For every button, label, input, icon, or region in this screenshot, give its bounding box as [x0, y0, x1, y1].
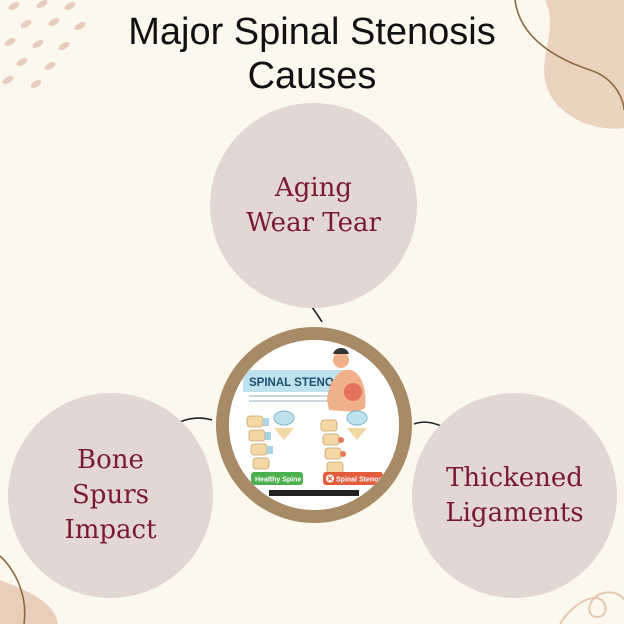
cause-aging-line-1: Aging [274, 172, 353, 203]
person-head-icon [333, 352, 349, 368]
stenosis-spine-icon [320, 419, 344, 474]
cause-bubble-ligaments: Thickened Ligaments [412, 393, 617, 598]
cause-bone-line-3: Impact [64, 515, 157, 545]
cause-bone-line-2: Spurs [72, 480, 149, 510]
bottom-left-blob [0, 580, 58, 624]
title-line-2: Causes [247, 55, 377, 97]
spinal-stenosis-label: Spinal Stenosis [336, 477, 388, 484]
title-line-1: Major Spinal Stenosis [128, 11, 496, 53]
cause-bubble-aging: Aging Wear Tear [210, 103, 417, 308]
cause-ligaments-line-2: Ligaments [445, 497, 584, 528]
spine-illustration-svg: SPINAL STENOSIS [229, 340, 399, 510]
illustration-heading: SPINAL STENOSIS [249, 377, 353, 389]
cause-aging-line-2: Wear Tear [246, 207, 381, 238]
healthy-spine-label: Healthy Spine [255, 477, 301, 484]
cause-bubble-bone-spurs: Bone Spurs Impact [8, 393, 213, 598]
bottom-right-loop [559, 591, 624, 624]
bottom-left-curve [0, 555, 26, 624]
cause-ligaments-line-1: Thickened [446, 462, 583, 493]
spinal-stenosis-illustration: SPINAL STENOSIS [229, 340, 399, 510]
healthy-spine-icon [246, 415, 270, 470]
page-title: Major Spinal Stenosis Causes [0, 10, 624, 98]
cause-bone-line-1: Bone [77, 445, 144, 475]
